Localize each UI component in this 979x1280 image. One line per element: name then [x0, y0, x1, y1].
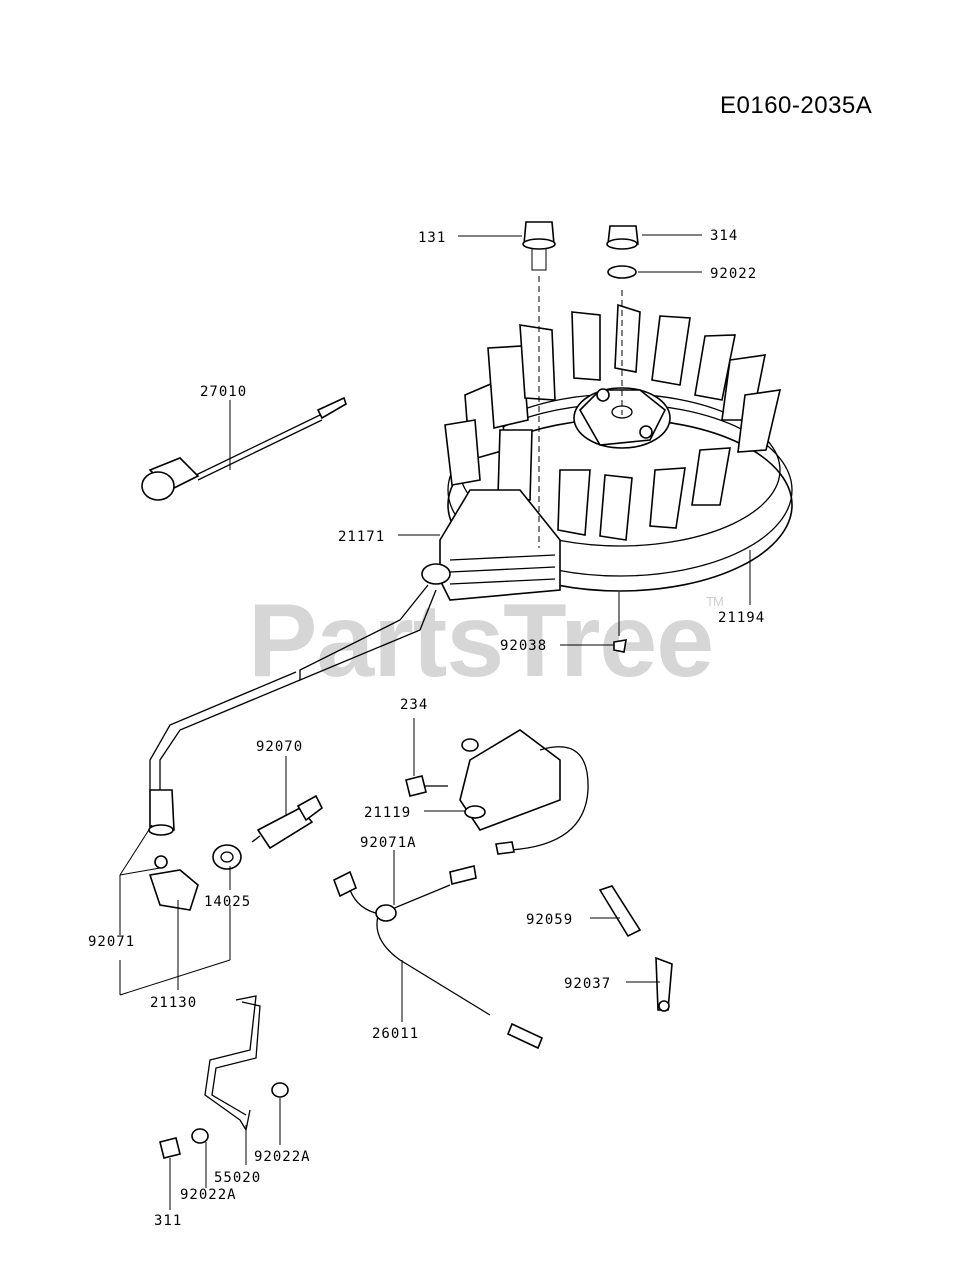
- nut-314-drawing: [606, 225, 639, 415]
- callout-314: 314: [710, 228, 738, 244]
- watermark: PartsTree TM: [248, 582, 724, 701]
- callout-92059: 92059: [526, 912, 573, 928]
- callout-55020: 55020: [214, 1170, 261, 1186]
- leader-lines: [119, 234, 751, 1210]
- callout-21194: 21194: [718, 610, 765, 626]
- key-92038-drawing: [613, 639, 627, 653]
- callout-27010: 27010: [200, 384, 247, 400]
- callout-26011: 26011: [372, 1026, 419, 1042]
- bolt-234-drawing: [405, 718, 448, 797]
- diagram-code: E0160-2035A: [720, 92, 873, 119]
- callout-92038: 92038: [500, 638, 547, 654]
- nut-311-drawing: [159, 1137, 181, 1159]
- callout-92037: 92037: [564, 976, 611, 992]
- callout-234: 234: [400, 697, 428, 713]
- spark-plug-drawing: [251, 794, 324, 850]
- callout-21119: 21119: [364, 805, 411, 821]
- watermark-text: PartsTree: [248, 583, 714, 699]
- callout-92071: 92071: [88, 934, 135, 950]
- callout-92071A: 92071A: [360, 835, 417, 851]
- washer-92022A-b-drawing: [191, 1128, 209, 1144]
- ignition-module-drawing: [459, 729, 589, 855]
- stop-switch-drawing: [141, 396, 347, 501]
- callout-14025: 14025: [204, 894, 251, 910]
- bolt-131-drawing: [522, 221, 556, 548]
- ignition-coil-drawing: [149, 489, 561, 790]
- callout-131: 131: [418, 230, 446, 246]
- clip-92037-drawing: [655, 956, 673, 1012]
- bracket-55020-drawing: [204, 995, 261, 1132]
- callout-92022: 92022: [710, 266, 757, 282]
- plug-cap-drawing: [148, 789, 242, 911]
- callout-21171: 21171: [338, 529, 385, 545]
- pin-92059-drawing: [598, 885, 642, 938]
- wire-harness-drawing: [332, 865, 544, 1050]
- callout-21130: 21130: [150, 995, 197, 1011]
- watermark-trademark: TM: [706, 594, 724, 609]
- callout-92022A-b: 92022A: [180, 1187, 237, 1203]
- washer-92022A-a-drawing: [271, 1082, 289, 1098]
- callout-311: 311: [154, 1213, 182, 1229]
- callout-92022A-a: 92022A: [254, 1149, 311, 1165]
- callout-92070: 92070: [256, 739, 303, 755]
